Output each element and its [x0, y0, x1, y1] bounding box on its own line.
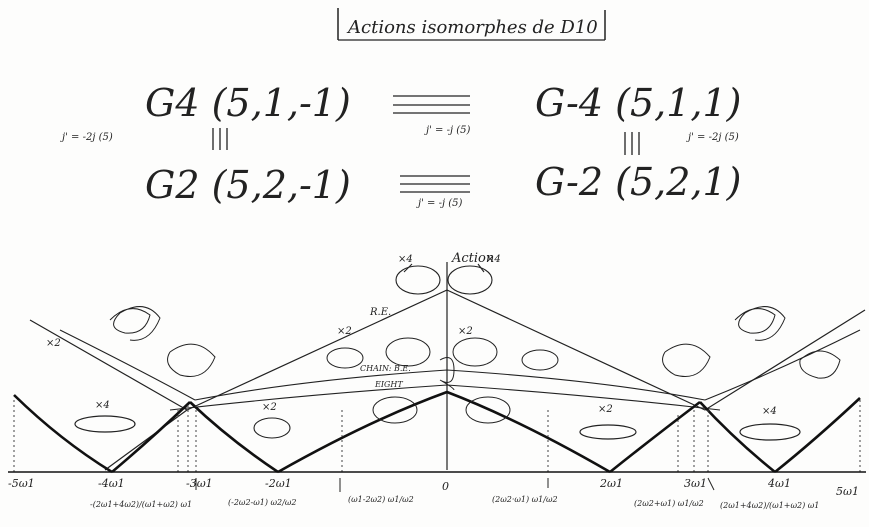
loop-upper-left	[109, 306, 216, 377]
x2-upper-left: ×2	[46, 338, 61, 349]
vertical-eq-left	[212, 128, 228, 150]
left-note: j' = -2j (5)	[60, 132, 113, 143]
tick-5: 5ω1	[836, 485, 859, 498]
formula-3: (ω1-2ω2) ω1/ω2	[348, 495, 414, 504]
g-4-right: G-4 (5,1,1)	[535, 81, 742, 125]
tick-minus-3: -3ω1	[186, 477, 213, 490]
top-orbit-right	[447, 263, 493, 295]
row2-mid-note: j' = -j (5)	[416, 198, 463, 209]
tick-3: 3ω1	[684, 477, 707, 490]
orbit-left-panel	[74, 415, 136, 433]
loop-upper-right	[662, 306, 841, 379]
formula-1: -(2ω1+4ω2)/(ω1+ω2) ω1	[90, 500, 192, 509]
x2-lower-left: ×2	[262, 402, 277, 413]
tick-minus-2: -2ω1	[265, 477, 292, 490]
title-box: Actions isomorphes de D10	[337, 8, 606, 41]
formula-4: (2ω2·ω1) ω1/ω2	[492, 495, 558, 504]
x4-top-left: ×4	[398, 254, 413, 265]
equivalence-sign-2	[400, 175, 470, 193]
tick-minus-5: -5ω1	[8, 477, 35, 490]
tick-2: 2ω1	[599, 477, 623, 490]
vertical-eq-right	[624, 132, 640, 155]
x2-right: ×2	[598, 404, 613, 415]
x2-center-right: ×2	[458, 326, 473, 337]
g4-left: G4 (5,1,-1)	[145, 81, 351, 125]
orbit-right-panel	[739, 423, 801, 441]
x4-right-panel: ×4	[762, 406, 777, 417]
title: Actions isomorphes de D10	[346, 17, 598, 38]
crossing-curves	[59, 329, 861, 411]
action-label: Action	[451, 251, 494, 266]
chain-label: CHAIN: B.E.	[360, 364, 411, 373]
g-2-right: G-2 (5,2,1)	[535, 160, 742, 204]
pointer-arrows	[195, 477, 715, 492]
formula-5: (2ω2+ω1) ω1/ω2	[634, 499, 704, 508]
row1-mid-note: j' = -j (5)	[424, 125, 471, 136]
tick-zero: 0	[442, 480, 449, 493]
g2-left: G2 (5,2,-1)	[145, 163, 351, 207]
tick-minus-4: -4ω1	[98, 477, 125, 490]
cusp-arcs	[13, 390, 861, 474]
orbit-right	[579, 424, 637, 440]
formula-6: (2ω1+4ω2)/(ω1+ω2) ω1	[720, 501, 819, 510]
eight-label: EIGHT	[374, 380, 403, 389]
dotted-guides	[13, 400, 861, 472]
x2-center-left: ×2	[337, 326, 352, 337]
x4-top-right: ×4	[486, 254, 501, 265]
re-curve	[29, 289, 866, 471]
right-note: j' = -2j (5)	[686, 132, 739, 143]
orbit-lower-left	[253, 417, 291, 439]
x4-left-panel: ×4	[95, 400, 110, 411]
formula-2: (-2ω2-ω1) ω2/ω2	[228, 498, 296, 507]
top-orbit-left	[395, 263, 441, 295]
equivalence-sign-1	[393, 95, 470, 114]
tick-4: 4ω1	[767, 477, 791, 490]
orbit-center-left	[326, 337, 431, 424]
orbit-center-right	[439, 337, 559, 424]
re-label: R.E.	[369, 307, 391, 318]
